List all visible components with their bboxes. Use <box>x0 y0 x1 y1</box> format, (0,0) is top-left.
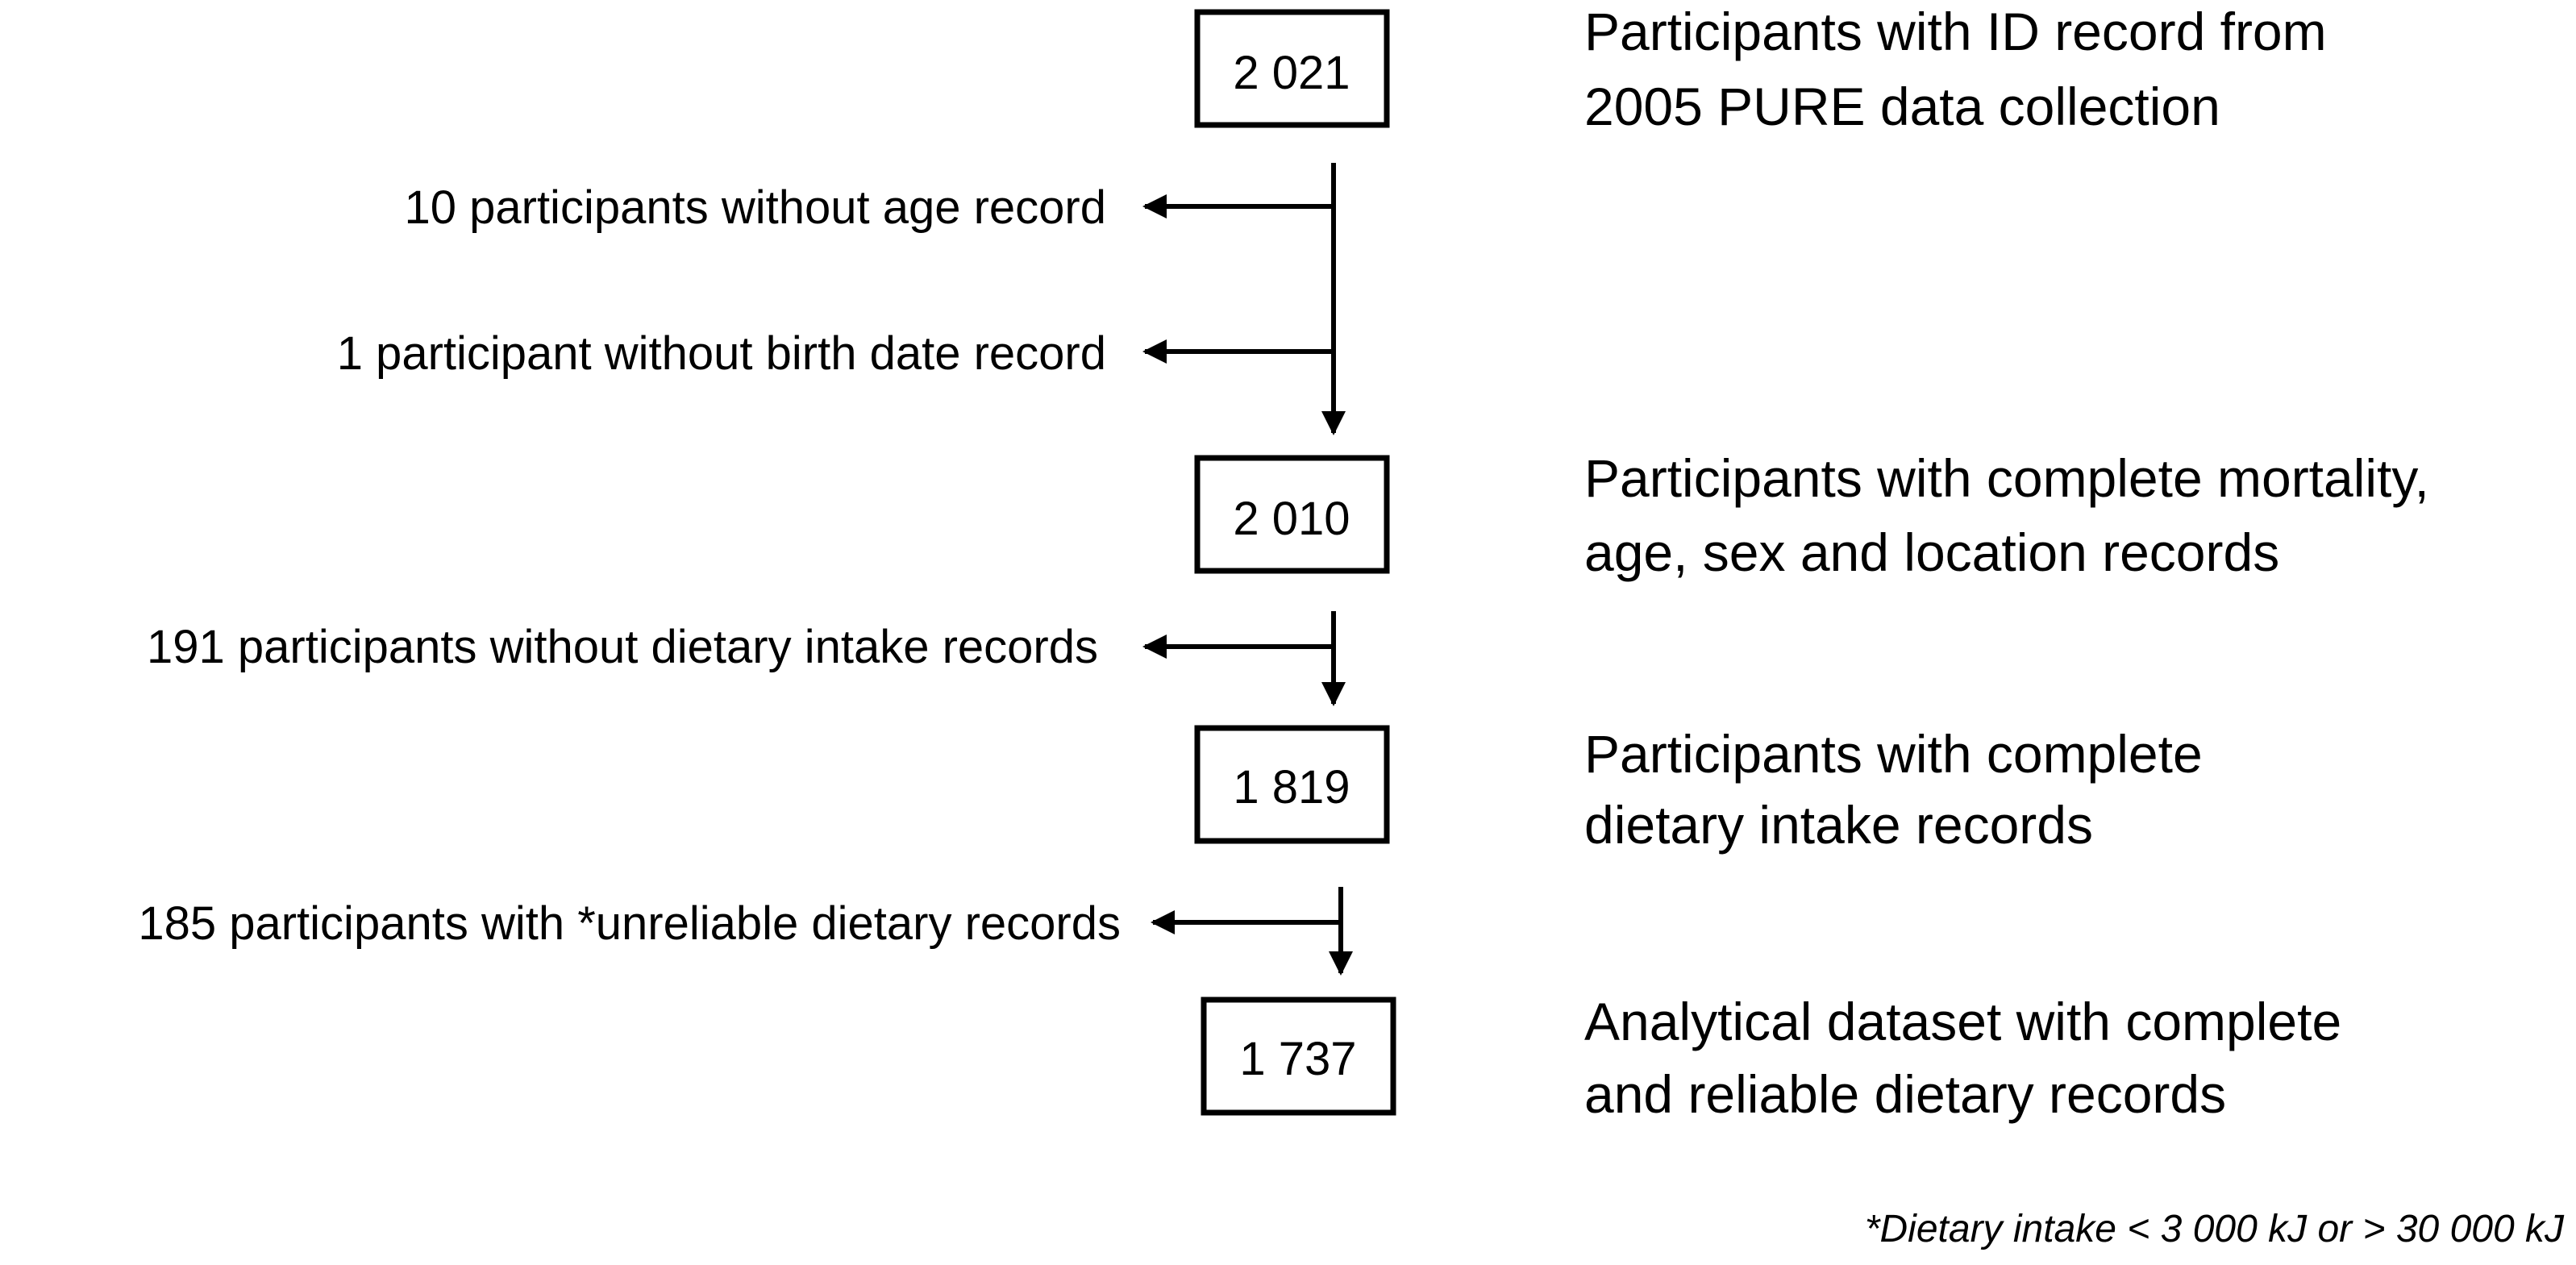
stage-2-description-line-1: Participants with complete mortality, <box>1584 448 2429 508</box>
exclusion-label-3: 191 participants without dietary intake … <box>147 621 1098 673</box>
stage-count-2: 2 010 <box>1233 493 1350 545</box>
stage-4-description-line-2: and reliable dietary records <box>1584 1064 2226 1124</box>
stage-box-2: 2 010 <box>1194 455 1390 574</box>
footnote: *Dietary intake < 3 000 kJ or > 30 000 k… <box>1865 1208 2565 1250</box>
stage-count-3: 1 819 <box>1233 761 1350 814</box>
exclusion-label-1: 10 participants without age record <box>404 181 1106 234</box>
stage-count-1: 2 021 <box>1233 47 1350 99</box>
stage-count-4: 1 737 <box>1239 1033 1356 1085</box>
exclusion-label-4: 185 participants with *unreliable dietar… <box>138 897 1121 950</box>
stage-1-description-line-1: Participants with ID record from <box>1584 2 2327 61</box>
stage-box-1: 2 021 <box>1194 9 1390 128</box>
stage-4-description-line-1: Analytical dataset with complete <box>1584 992 2341 1051</box>
stage-2-description-line-2: age, sex and location records <box>1584 522 2279 582</box>
stage-1-description-line-2: 2005 PURE data collection <box>1584 77 2220 136</box>
stage-box-3: 1 819 <box>1194 725 1390 844</box>
stage-3-description-line-1: Participants with complete <box>1584 724 2203 784</box>
stage-3-description-line-2: dietary intake records <box>1584 795 2093 855</box>
stage-box-4: 1 737 <box>1201 997 1396 1116</box>
exclusion-label-2: 1 participant without birth date record <box>337 327 1106 380</box>
